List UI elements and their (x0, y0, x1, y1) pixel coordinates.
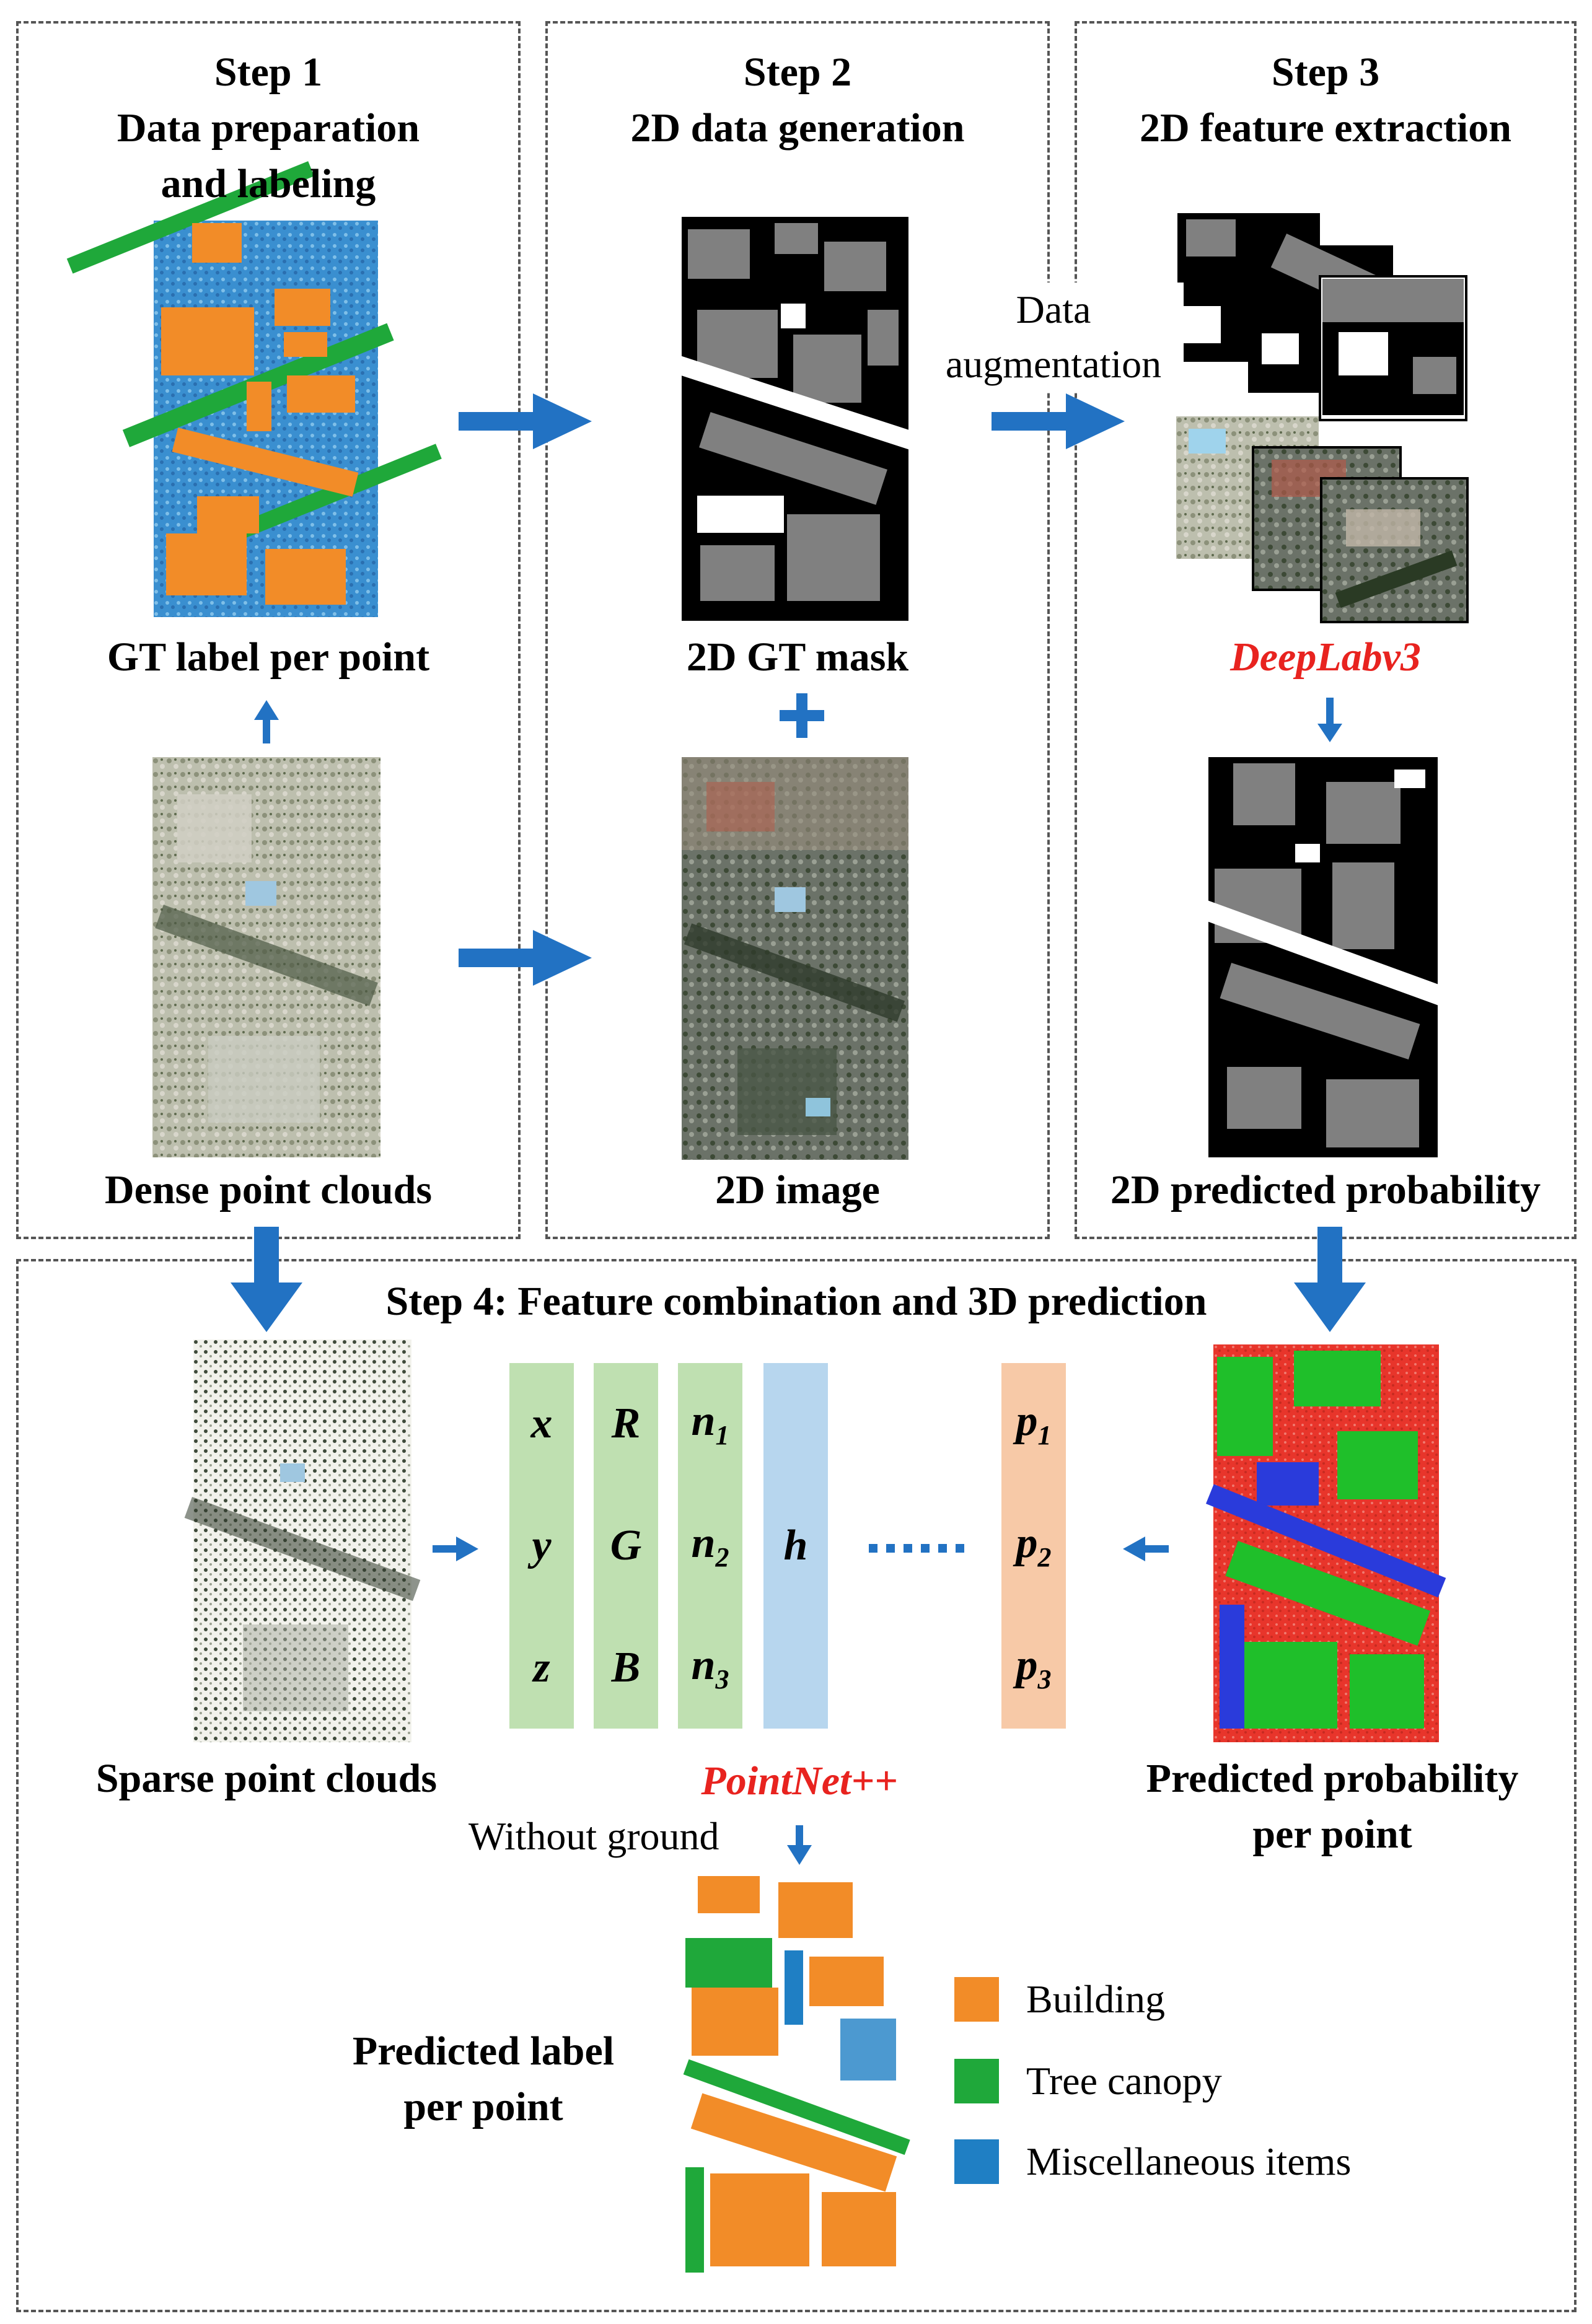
feature-g: G (610, 1521, 642, 1569)
legend-swatch-misc (954, 2139, 999, 2184)
deeplab-label: DeepLabv3 (1230, 634, 1421, 680)
augmentation-line1: Data (1016, 287, 1091, 331)
arrow-augmentation (992, 393, 1125, 449)
augmentation-line2: augmentation (945, 342, 1162, 386)
legend-label-misc: Miscellaneous items (1026, 2139, 1352, 2183)
feature-z: z (533, 1643, 550, 1691)
arrow-dense-to-image (459, 930, 592, 986)
arrow-pointnet-to-output (787, 1825, 812, 1865)
predicted-probability-map (1200, 757, 1452, 1157)
predicted-probability-per-point-image (1205, 1344, 1446, 1742)
feature-h: h (783, 1522, 808, 1569)
step4-box (16, 1259, 1577, 2312)
feature-column-height: h (763, 1363, 828, 1729)
predicted-prob-caption: Predicted probability per point (1103, 1751, 1562, 1862)
sparse-point-cloud-image (184, 1340, 421, 1742)
mask-caption: 2D GT mask (686, 634, 909, 680)
step1-title-line1: Step 1 (214, 50, 323, 95)
augmented-image-stack (1176, 416, 1469, 623)
feature-column-probabilities: p1 p2 p3 (1001, 1363, 1066, 1729)
legend-item-tree-canopy: Tree canopy (954, 2058, 1222, 2104)
feature-p2: p2 (1016, 1519, 1052, 1572)
step3-title-line2: 2D feature extraction (1140, 105, 1511, 151)
feature-n3: n3 (691, 1641, 729, 1695)
legend-swatch-tree-canopy (954, 2059, 999, 2103)
plus-sign (780, 693, 824, 738)
augmentation-label: Data augmentation (923, 283, 1184, 392)
ellipsis-dots (869, 1544, 964, 1553)
arrow-prob-to-step4 (1294, 1227, 1366, 1332)
gt-mask-image (672, 217, 926, 621)
feature-b: B (611, 1643, 641, 1691)
arrows (231, 393, 1366, 1865)
predicted-label-line1: Predicted label (352, 2028, 615, 2074)
feature-column-rgb: R G B (594, 1363, 658, 1729)
predicted-label-caption: Predicted label per point (297, 2024, 669, 2135)
legend-item-misc: Miscellaneous items (954, 2139, 1351, 2185)
feature-n2: n2 (691, 1519, 729, 1572)
arrow-gt-to-mask (459, 393, 592, 449)
feature-column-normals: n1 n2 n3 (678, 1363, 742, 1729)
step1-title-line2: Data preparation (117, 105, 420, 151)
2d-image (682, 757, 908, 1160)
legend-label-tree-canopy: Tree canopy (1026, 2059, 1222, 2103)
step2-box (545, 21, 1050, 1239)
gt-label-image (66, 161, 442, 617)
step1-title-line3: and labeling (161, 161, 376, 206)
step3-title-line1: Step 3 (1271, 50, 1380, 95)
dense-caption: Dense point clouds (104, 1167, 433, 1212)
arrow-deeplab-to-prob (1317, 698, 1342, 742)
predicted-prob-line1: Predicted probability (1146, 1756, 1519, 1801)
without-ground-label: Without ground (468, 1814, 719, 1858)
feature-p3: p3 (1016, 1641, 1052, 1695)
predicted-label-line2: per point (403, 2084, 563, 2129)
sparse-caption: Sparse point clouds (95, 1756, 438, 1801)
step2-title: Step 2 2D data generation (545, 45, 1050, 156)
arrow-dense-to-sparse (231, 1227, 302, 1332)
predicted-label-per-point-image (683, 1876, 910, 2279)
feature-column-xyz: x y z (509, 1363, 574, 1729)
step2-title-line2: 2D data generation (630, 105, 965, 151)
legend-swatch-building (954, 1977, 999, 2022)
arrow-prob-to-features (1123, 1537, 1169, 1561)
arrow-sparse-to-features (433, 1537, 478, 1561)
feature-n1: n1 (691, 1397, 729, 1451)
pointnet-label: PointNet++ (701, 1758, 898, 1804)
predicted-prob-line2: per point (1252, 1812, 1412, 1857)
dense-point-cloud-image (152, 757, 380, 1157)
prob-caption: 2D predicted probability (1110, 1167, 1541, 1212)
step1-title: Step 1 Data preparation and labeling (16, 45, 521, 212)
step4-title: Step 4: Feature combination and 3D predi… (385, 1279, 1207, 1324)
feature-x: x (530, 1400, 553, 1448)
gt-label-caption: GT label per point (107, 634, 430, 680)
feature-y: y (532, 1521, 552, 1569)
step3-title: Step 3 2D feature extraction (1075, 45, 1577, 156)
step2-title-line1: Step 2 (743, 50, 852, 95)
legend-label-building: Building (1026, 1977, 1166, 2021)
arrow-dense-to-gt (254, 700, 279, 743)
legend-item-building: Building (954, 1976, 1165, 2022)
augmented-mask-stack (1177, 213, 1467, 421)
image-caption: 2D image (715, 1167, 880, 1212)
feature-p1: p1 (1016, 1397, 1052, 1451)
feature-r: R (611, 1400, 641, 1448)
